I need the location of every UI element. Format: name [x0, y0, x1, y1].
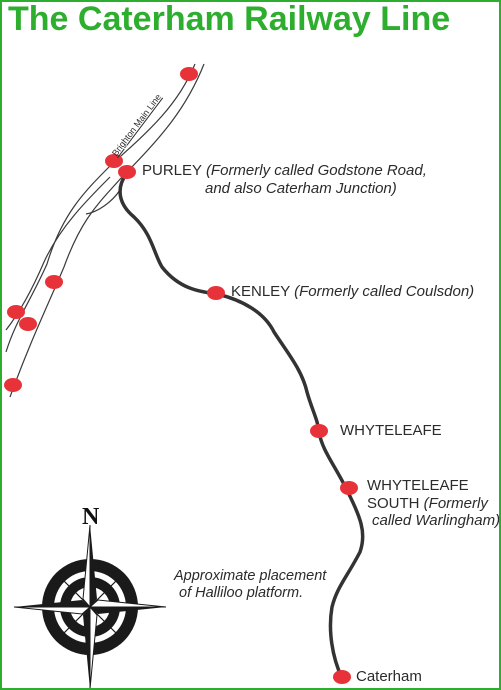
station-dot-mainline-1 — [45, 275, 63, 289]
station-name-purley: PURLEY — [142, 162, 202, 179]
compass-rose-icon — [13, 524, 167, 688]
station-label-whyteleafe-south: WHYTELEAFE — [367, 477, 469, 494]
station-dot-whyteleafe — [310, 424, 328, 438]
station-dot-caterham — [333, 670, 351, 684]
halliloo-note-2: of Halliloo platform. — [179, 585, 304, 601]
compass-north-label: N — [82, 504, 100, 530]
station-note-whyteleafe-south-1: (Formerly — [423, 495, 488, 512]
station-note-whyteleafe-south-2: called Warlingham) — [372, 512, 501, 529]
station-dot-mainline-4 — [4, 378, 22, 392]
station-name-kenley: KENLEY — [231, 283, 290, 300]
station-dot-purley-mainline — [105, 154, 123, 168]
station-label-purley: PURLEY (Formerly called Godstone Road, — [142, 162, 427, 180]
station-name-whyteleafe-south-2: SOUTH — [367, 495, 420, 512]
caterham-branch-line — [118, 172, 365, 680]
map-title: The Caterham Railway Line — [8, 0, 451, 38]
main-line-track-east — [9, 63, 205, 398]
halliloo-note-1: Approximate placement — [174, 568, 327, 584]
station-label-caterham: Caterham — [356, 668, 422, 685]
junction-curve — [85, 189, 121, 215]
station-dot-mainline-2 — [7, 305, 25, 319]
station-note-kenley: (Formerly called Coulsdon) — [294, 283, 475, 300]
station-label-whyteleafe-south-2: SOUTH (Formerly — [367, 495, 488, 513]
station-dot-mainline-3 — [19, 317, 37, 331]
station-dot-kenley — [207, 286, 225, 300]
station-note-purley-1: (Formerly called Godstone Road, — [205, 162, 427, 179]
main-line-track-west — [5, 63, 196, 353]
station-dot-purley — [118, 165, 136, 179]
station-note-purley-2: and also Caterham Junction) — [205, 180, 397, 197]
station-label-kenley: KENLEY (Formerly called Coulsdon) — [231, 283, 474, 301]
station-dot-north — [180, 67, 198, 81]
station-label-whyteleafe: WHYTELEAFE — [340, 422, 442, 439]
station-dot-whyteleafe-south — [340, 481, 358, 495]
